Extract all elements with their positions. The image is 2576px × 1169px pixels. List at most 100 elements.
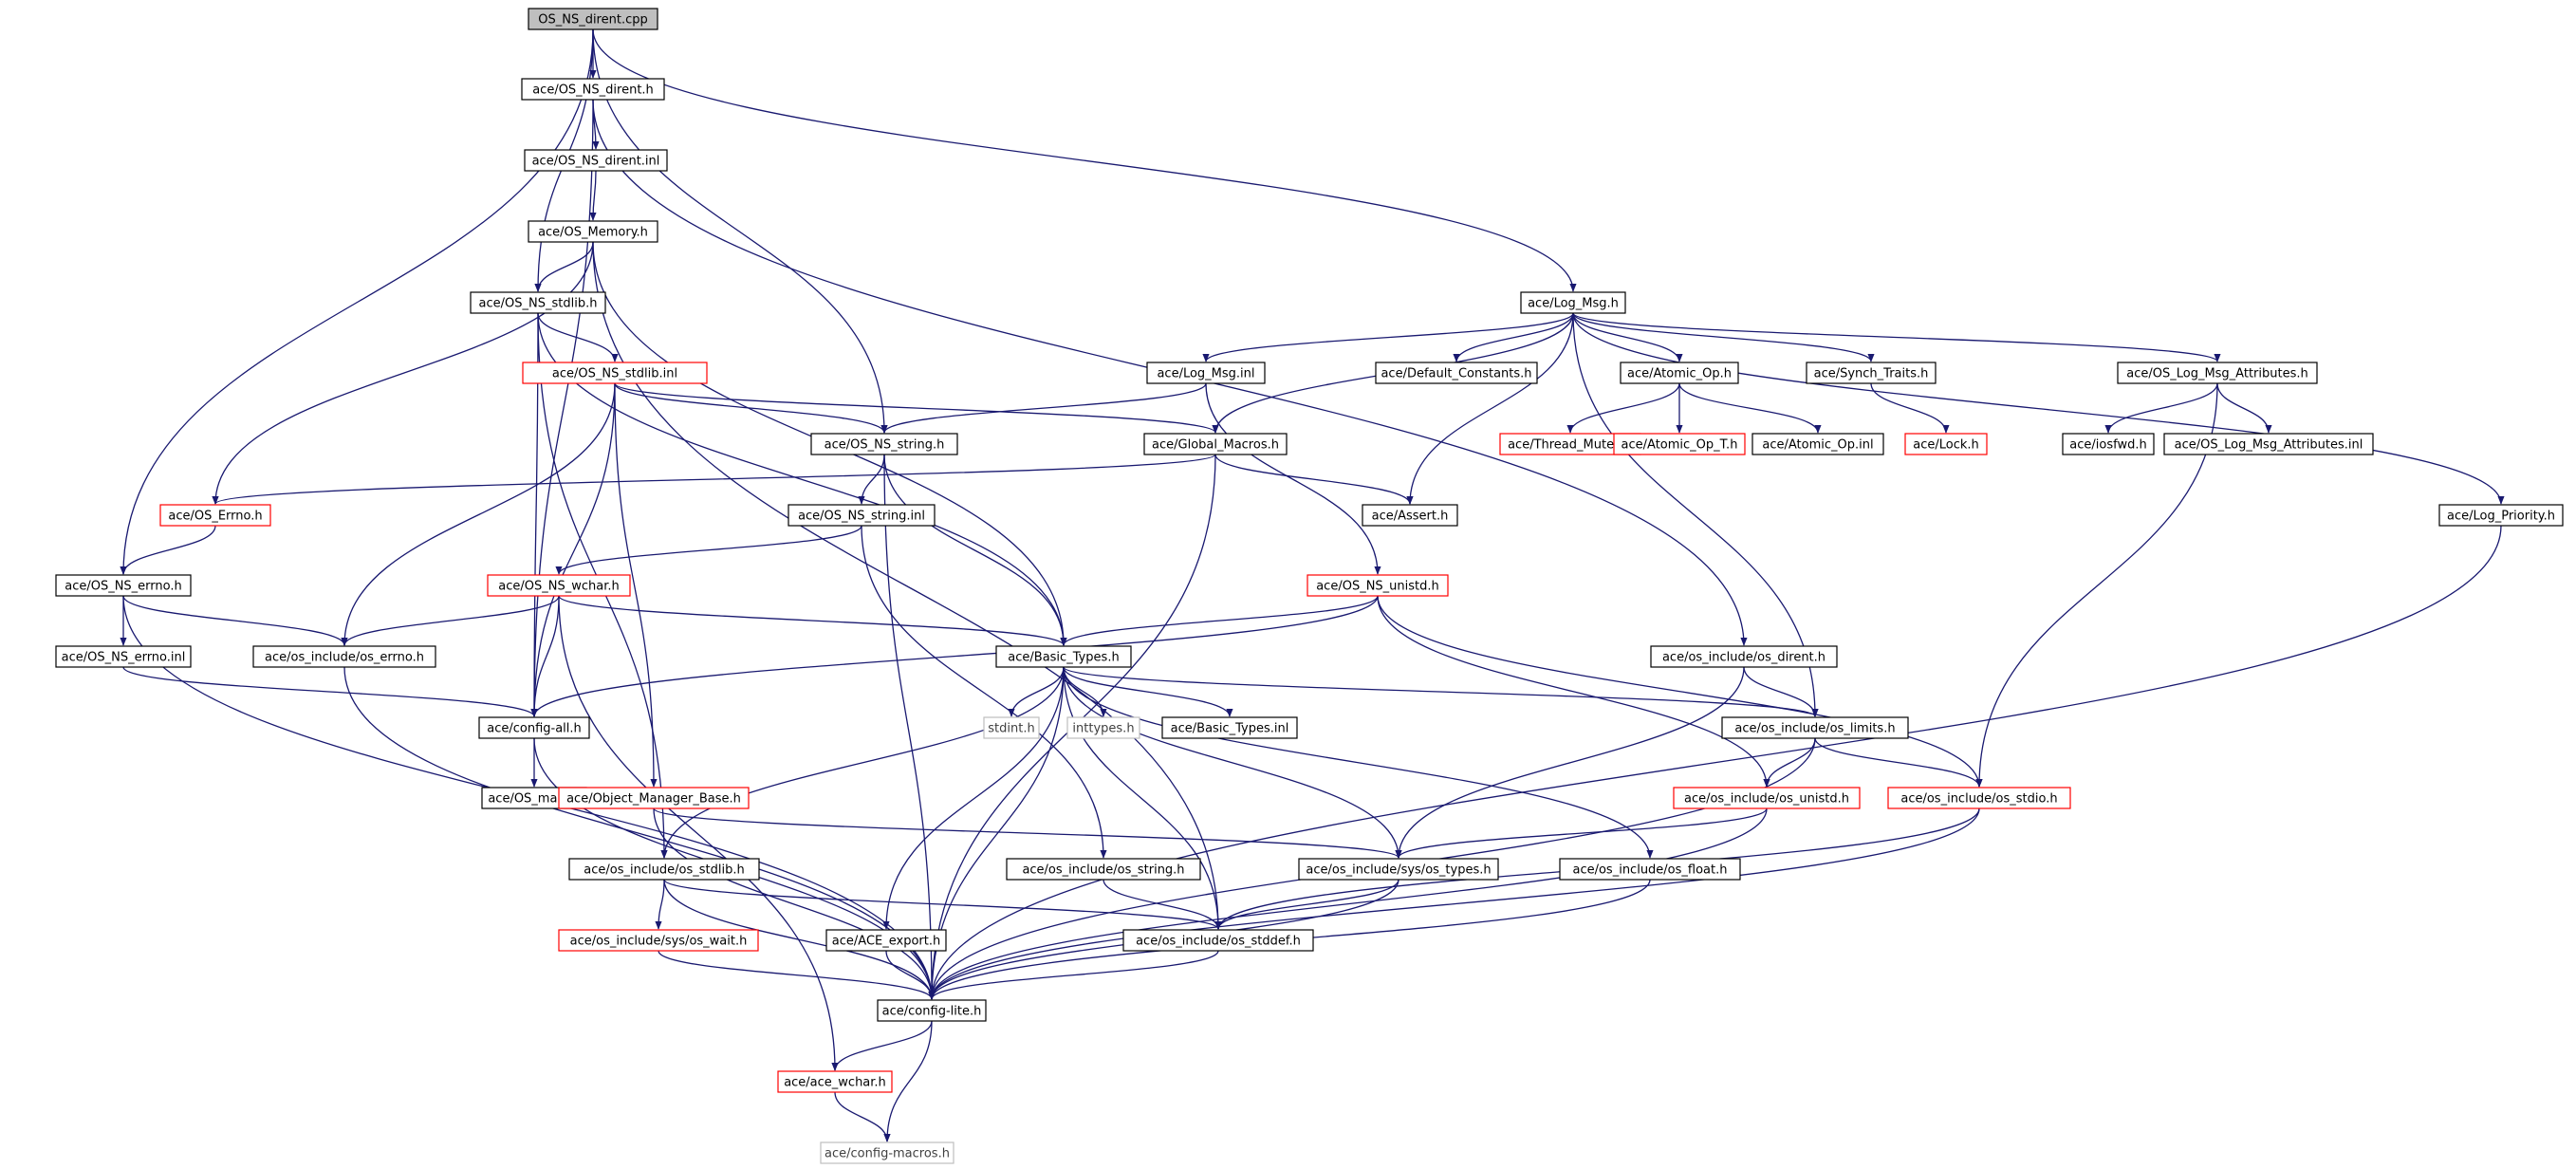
node-dirent-h[interactable]: ace/OS_NS_dirent.h	[521, 78, 665, 101]
node-iosfwd[interactable]: ace/iosfwd.h	[2062, 433, 2155, 455]
node-label: ace/os_include/os_float.h	[1572, 863, 1727, 878]
node-root[interactable]: OS_NS_dirent.cpp	[528, 8, 658, 30]
edge-basic_types-to-osinc_stdlib	[660, 666, 1065, 859]
node-box	[1143, 433, 1288, 455]
edge-stdlib_inl-to-osinc_errno	[341, 382, 616, 646]
edge-log_msg_inl-to-unistd_h	[1205, 382, 1381, 575]
node-label: ace/Atomic_Op_T.h	[1622, 438, 1738, 453]
node-osinc-stdlib[interactable]: ace/os_include/os_stdlib.h	[568, 858, 760, 881]
node-ace-wchar[interactable]: ace/ace_wchar.h	[777, 1070, 893, 1093]
edge-global_macros-to-assert_h	[1214, 454, 1414, 505]
edge-stdlib_inl-to-string_h	[614, 382, 888, 434]
edge-dirent_inl-to-memory_h	[589, 170, 597, 221]
node-sys-types[interactable]: ace/os_include/sys/os_types.h	[1298, 858, 1499, 881]
edge-wchar_h-to-osinc_errno	[341, 595, 560, 646]
node-box	[877, 999, 987, 1022]
node-synch-traits[interactable]: ace/Synch_Traits.h	[1806, 362, 1937, 384]
edge-log_attr_h-to-log_attr_inl	[2216, 382, 2272, 434]
node-atomic-op-t[interactable]: ace/Atomic_Op_T.h	[1613, 433, 1746, 455]
edge-osinc_dirent-to-sys_types	[1395, 666, 1745, 859]
node-log-msg-h[interactable]: ace/Log_Msg.h	[1520, 291, 1626, 314]
edge-log_msg_h-to-default_constants	[1453, 312, 1574, 362]
node-label: ace/os_include/os_limits.h	[1734, 722, 1895, 736]
node-errno-h[interactable]: ace/OS_NS_errno.h	[55, 574, 192, 597]
edge-memory_h-to-stdlib_h	[534, 241, 594, 292]
node-dirent-inl[interactable]: ace/OS_NS_dirent.inl	[524, 149, 668, 172]
node-log-msg-inl[interactable]: ace/Log_Msg.inl	[1146, 362, 1266, 384]
node-log-attr-inl[interactable]: ace/OS_Log_Msg_Attributes.inl	[2163, 433, 2374, 455]
node-default-constants[interactable]: ace/Default_Constants.h	[1375, 362, 1538, 384]
node-config-all[interactable]: ace/config-all.h	[478, 716, 590, 739]
node-osinc-stddef[interactable]: ace/os_include/os_stddef.h	[1122, 929, 1314, 952]
node-label: ace/Atomic_Op.inl	[1762, 438, 1873, 453]
node-box	[470, 291, 606, 314]
node-ace-export[interactable]: ace/ACE_export.h	[825, 929, 947, 952]
node-string-inl[interactable]: ace/OS_NS_string.inl	[788, 504, 936, 527]
node-osinc-dirent[interactable]: ace/os_include/os_dirent.h	[1650, 645, 1838, 668]
node-osinc-errno[interactable]: ace/os_include/os_errno.h	[252, 645, 436, 668]
edge-log_attr_h-to-osinc_stdio	[1975, 382, 2218, 788]
edge-log_msg_h-to-log_attr_h	[1572, 312, 2221, 362]
edge-config_lite-to-config_macros	[883, 1020, 933, 1142]
edge-osinc_limits-to-osinc_stdio	[1814, 737, 1983, 788]
node-lock-h[interactable]: ace/Lock.h	[1904, 433, 1988, 455]
node-string-h[interactable]: ace/OS_NS_string.h	[810, 433, 958, 455]
node-errno-inl[interactable]: ace/OS_NS_errno.inl	[55, 645, 192, 668]
node-basic-types-inl[interactable]: ace/Basic_Types.inl	[1161, 716, 1298, 739]
edge-dirent_h-to-config_all	[530, 99, 594, 717]
edge-osinc_stdlib-to-sys_wait	[655, 879, 665, 930]
node-obj-mgr[interactable]: ace/Object_Manager_Base.h	[558, 787, 750, 809]
edge-errno_inl-to-config_all	[122, 666, 538, 717]
node-unistd-h[interactable]: ace/OS_NS_unistd.h	[1307, 574, 1449, 597]
node-label: ace/config-macros.h	[825, 1147, 950, 1161]
node-memory-h[interactable]: ace/OS_Memory.h	[528, 220, 658, 243]
node-stdint[interactable]: stdint.h	[983, 716, 1040, 739]
node-box	[2117, 362, 2318, 384]
node-osinc-limits[interactable]: ace/os_include/os_limits.h	[1721, 716, 1909, 739]
node-label: ace/Log_Msg.inl	[1157, 367, 1254, 381]
edge-osinc_unistd-to-config_lite	[928, 807, 1768, 1000]
node-label: ace/os_include/sys/os_wait.h	[570, 935, 748, 949]
edge-basic_types-to-osinc_stddef	[1063, 666, 1222, 930]
node-thread-mutex[interactable]: ace/Thread_Mutex.h	[1499, 433, 1641, 455]
node-label: ace/OS_NS_dirent.h	[532, 84, 654, 98]
edge-memory_h-to-os_errno_red	[212, 241, 594, 505]
edge-log_msg_h-to-atomic_op_h	[1572, 312, 1683, 362]
node-global-macros[interactable]: ace/Global_Macros.h	[1143, 433, 1288, 455]
node-label: ace/config-all.h	[487, 722, 582, 736]
node-box	[995, 645, 1132, 668]
node-assert-h[interactable]: ace/Assert.h	[1362, 504, 1458, 527]
node-label: ace/OS_NS_wchar.h	[498, 580, 619, 594]
edge-obj_mgr-to-sys_types	[653, 807, 1402, 859]
node-osinc-stdio[interactable]: ace/os_include/os_stdio.h	[1887, 787, 2071, 809]
edge-unistd_h-to-basic_types	[1060, 595, 1379, 646]
node-box	[1650, 645, 1838, 668]
node-box	[521, 78, 665, 101]
node-config-macros[interactable]: ace/config-macros.h	[820, 1141, 954, 1164]
node-wchar-h[interactable]: ace/OS_NS_wchar.h	[487, 574, 631, 597]
node-stdlib-inl[interactable]: ace/OS_NS_stdlib.inl	[522, 362, 708, 384]
edge-basic_types-to-stdint	[1008, 666, 1065, 717]
node-atomic-op-h[interactable]: ace/Atomic_Op.h	[1620, 362, 1739, 384]
node-stdlib-h[interactable]: ace/OS_NS_stdlib.h	[470, 291, 606, 314]
node-config-lite[interactable]: ace/config-lite.h	[877, 999, 987, 1022]
node-box	[788, 504, 936, 527]
node-box	[1161, 716, 1298, 739]
node-os-errno-red[interactable]: ace/OS_Errno.h	[159, 504, 271, 527]
node-osinc-unistd[interactable]: ace/os_include/os_unistd.h	[1673, 787, 1861, 809]
nodes-layer: OS_NS_dirent.cpp ace/OS_NS_dirent.h ace/OS…	[55, 8, 2564, 1164]
node-osinc-float[interactable]: ace/os_include/os_float.h	[1559, 858, 1741, 881]
node-inttypes[interactable]: inttypes.h	[1066, 716, 1140, 739]
node-basic-types[interactable]: ace/Basic_Types.h	[995, 645, 1132, 668]
node-box	[1887, 787, 2071, 809]
node-osinc-string[interactable]: ace/os_include/os_string.h	[1006, 858, 1201, 881]
node-label: ace/Log_Msg.h	[1528, 297, 1619, 311]
node-box	[478, 716, 590, 739]
node-label: ace/os_include/sys/os_types.h	[1306, 863, 1491, 878]
node-log-attr-h[interactable]: ace/OS_Log_Msg_Attributes.h	[2117, 362, 2318, 384]
node-sys-wait[interactable]: ace/os_include/sys/os_wait.h	[558, 929, 759, 952]
node-atomic-op-inl[interactable]: ace/Atomic_Op.inl	[1751, 433, 1884, 455]
edge-sys_types-to-osinc_stddef	[1214, 879, 1399, 930]
node-label: ace/Global_Macros.h	[1152, 438, 1279, 453]
node-log-priority[interactable]: ace/Log_Priority.h	[2438, 504, 2564, 527]
